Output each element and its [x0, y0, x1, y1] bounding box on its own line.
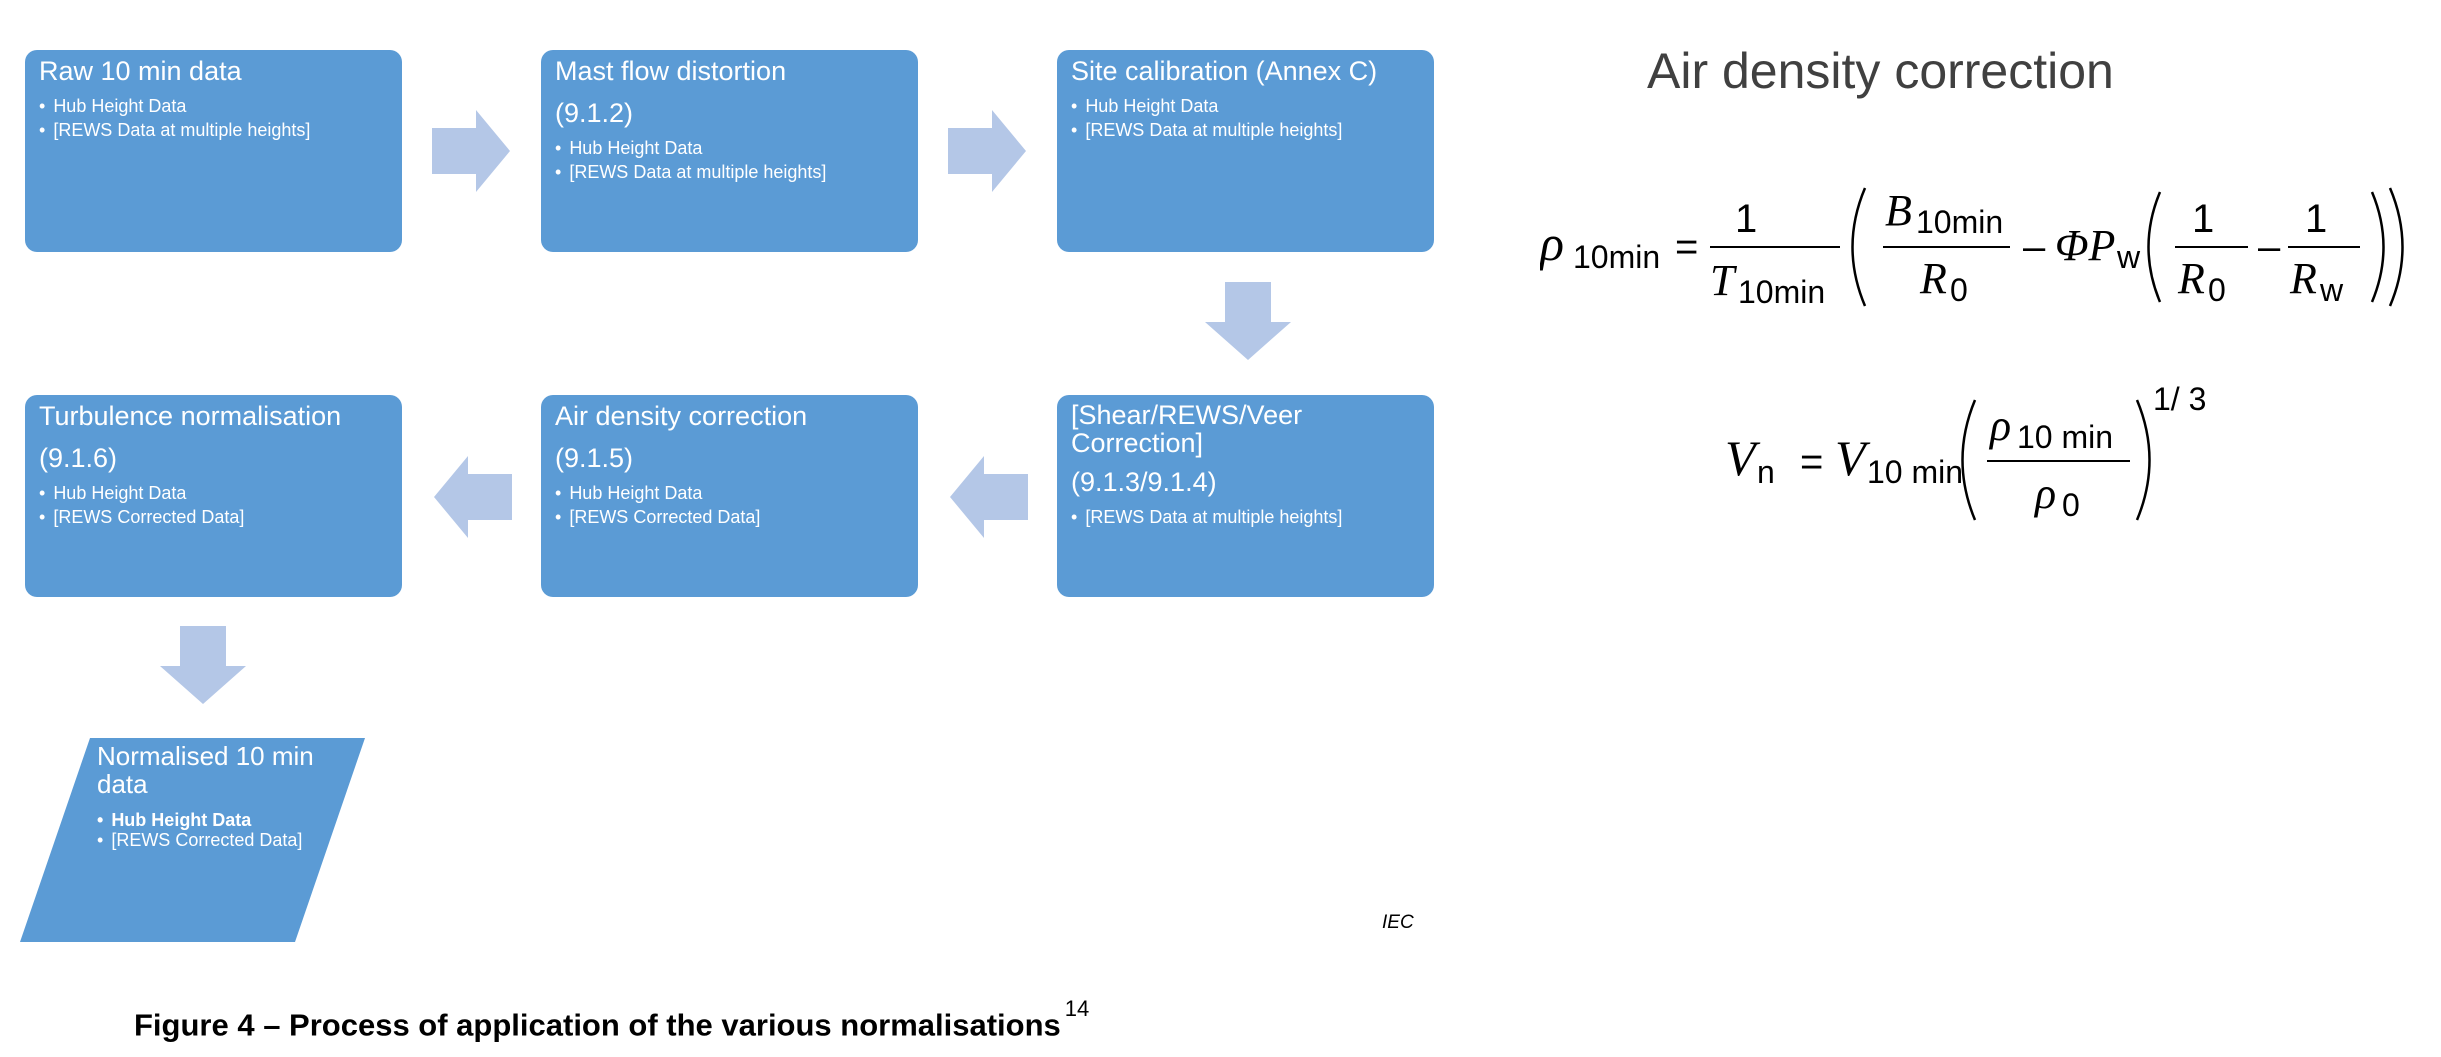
box-title: Turbulence normalisation: [39, 401, 342, 431]
t-symbol: T: [1710, 256, 1738, 305]
inner-one-a: 1: [2192, 197, 2214, 241]
rho0-subscript: 0: [2062, 487, 2080, 523]
box-title: Raw 10 min data: [39, 56, 242, 86]
rho10-subscript: 10 min: [2017, 419, 2113, 455]
exponent: 1/ 3: [2153, 381, 2205, 417]
rho0-symbol: ρ: [2033, 469, 2056, 518]
air-density-equation: ρ 10min = 1 T 10min B 10min R 0 – ΦP w 1…: [1540, 186, 2404, 310]
bullet: Hub Height Data: [39, 94, 388, 118]
bullet: Hub Height Data: [39, 481, 388, 505]
box-title: Site calibration (Annex C): [1071, 56, 1378, 86]
b-symbol: B: [1885, 186, 1912, 235]
bullet: [REWS Corrected Data]: [97, 830, 317, 850]
right-arrow-2: [948, 110, 1026, 192]
b-subscript: 10min: [1916, 204, 2003, 240]
bullet: Hub Height Data: [555, 481, 904, 505]
bullet: [REWS Data at multiple heights]: [1071, 505, 1420, 529]
box-section-ref: (9.1.2): [555, 98, 634, 128]
left-arrow-1: [950, 456, 1028, 538]
right-arrow-1: [432, 110, 510, 192]
rw-symbol: R: [2289, 254, 2317, 303]
figure-caption: Figure 4 – Process of application of the…: [134, 996, 1089, 1043]
inner-r0-symbol: R: [2177, 254, 2205, 303]
box-raw-data: Raw 10 min data Hub Height Data [REWS Da…: [25, 50, 402, 252]
iec-label: IEC: [1382, 912, 1414, 933]
phi-p-subscript: w: [2116, 239, 2141, 275]
r0-subscript: 0: [1950, 272, 1968, 308]
equals-sign: =: [1800, 440, 1823, 484]
box-mast-flow-distortion: Mast flow distortion (9.1.2) Hub Height …: [541, 50, 918, 252]
rho-subscript: 10min: [1573, 239, 1660, 275]
caption-footnote: 14: [1064, 996, 1090, 1021]
v10-symbol: V: [1835, 430, 1871, 486]
inner-r0-subscript: 0: [2208, 272, 2226, 308]
numerator-one: 1: [1735, 197, 1757, 241]
box-site-calibration: Site calibration (Annex C) Hub Height Da…: [1057, 50, 1434, 252]
bullet: [REWS Data at multiple heights]: [555, 160, 904, 184]
equals-sign: =: [1675, 225, 1698, 269]
bullet: [REWS Corrected Data]: [39, 505, 388, 529]
box-section-ref: (9.1.3/9.1.4): [1071, 467, 1217, 497]
v10-subscript: 10 min: [1867, 454, 1963, 490]
down-arrow-1: [1205, 282, 1291, 360]
bullet: [REWS Corrected Data]: [555, 505, 904, 529]
rho10-symbol: ρ: [1988, 401, 2011, 450]
bullet: Hub Height Data: [1071, 94, 1420, 118]
down-arrow-2: [160, 626, 246, 704]
equations-title: Air density correction: [1647, 43, 2114, 99]
phi-p-symbol: ΦP: [2055, 221, 2115, 270]
normalised-data-text: Normalised 10 min data Hub Height Data […: [97, 742, 317, 850]
vn-symbol: V: [1725, 430, 1761, 486]
t-subscript: 10min: [1738, 274, 1825, 310]
inner-one-b: 1: [2305, 197, 2327, 241]
bullet: [REWS Data at multiple heights]: [1071, 118, 1420, 142]
left-arrow-2: [434, 456, 512, 538]
caption-text: Figure 4 – Process of application of the…: [134, 1007, 1061, 1043]
box-turbulence-normalisation: Turbulence normalisation (9.1.6) Hub Hei…: [25, 395, 402, 597]
vn-subscript: n: [1757, 454, 1775, 490]
box-title: Air density correction: [555, 401, 808, 431]
box-title: Normalised 10 min data: [97, 741, 314, 799]
r0-symbol: R: [1919, 254, 1947, 303]
box-shear-rews-veer-correction: [Shear/REWS/Veer Correction] (9.1.3/9.1.…: [1057, 395, 1434, 597]
bullet: [REWS Data at multiple heights]: [39, 118, 388, 142]
bullet: Hub Height Data: [555, 136, 904, 160]
box-title: Mast flow distortion: [555, 56, 787, 86]
bullet: Hub Height Data: [97, 810, 317, 830]
normalised-wind-speed-equation: V n = V 10 min ρ 10 min ρ 0 1/ 3: [1725, 381, 2205, 523]
inner-minus: –: [2258, 225, 2281, 269]
box-section-ref: (9.1.5): [555, 443, 634, 473]
rw-subscript: w: [2319, 272, 2344, 308]
box-title: [Shear/REWS/Veer Correction]: [1071, 400, 1303, 458]
box-section-ref: (9.1.6): [39, 443, 118, 473]
rho-symbol: ρ: [1540, 215, 1564, 271]
box-air-density-correction: Air density correction (9.1.5) Hub Heigh…: [541, 395, 918, 597]
minus-sign: –: [2023, 225, 2046, 269]
